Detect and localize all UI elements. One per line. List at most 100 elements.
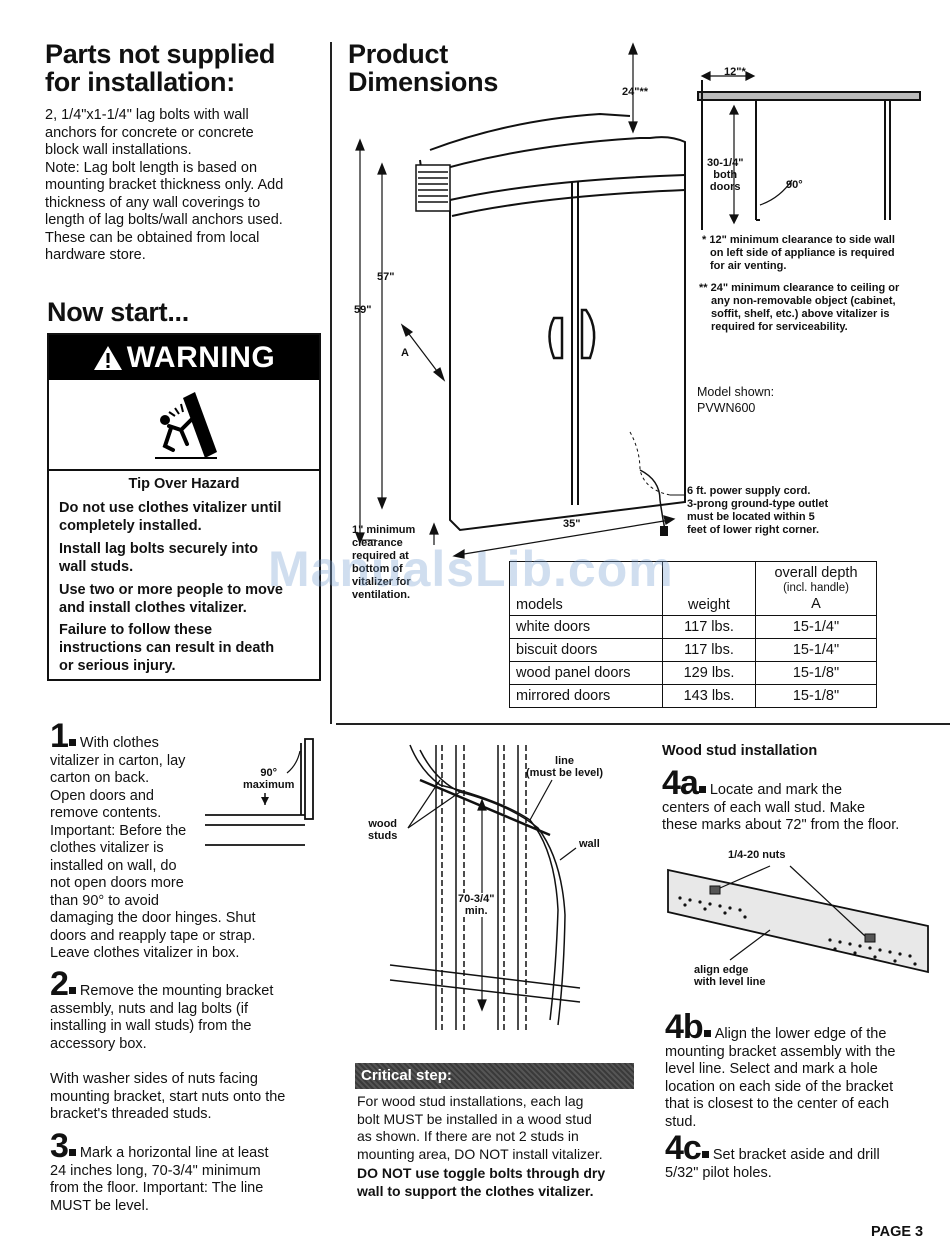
cell-model: wood panel doors [509, 661, 663, 685]
parts-line: These can be obtained from local [45, 229, 260, 246]
step-3-line: Mark a horizontal line at least [79, 1145, 269, 1161]
step-3-line: from the floor. Important: The line [50, 1180, 264, 1196]
min-text: min. [464, 905, 488, 917]
step-1-line: carton on back. [50, 770, 150, 786]
warning-line: or serious injury. [59, 658, 176, 674]
clearance-note: 1" minimum clearance required at bottom … [352, 524, 442, 602]
section-divider [336, 723, 950, 725]
parts-title: Parts not supplied for installation: [45, 40, 275, 96]
step-1-line: than 90° to avoid [50, 892, 159, 909]
mounting-bracket-figure [667, 865, 929, 974]
clearance-line: 1" minimum [352, 524, 416, 536]
tip-over-hazard-icon [155, 392, 217, 459]
bullet-square-icon [68, 986, 76, 994]
dim-30-label: 30-1/4" both doors [707, 157, 743, 193]
warning-line: Use two or more people to move [59, 582, 283, 598]
nuts-label: 1/4-20 nuts [728, 849, 786, 861]
step-4c-line: 5/32" pilot holes. [665, 1164, 772, 1181]
power-cord-note: 6 ft. power supply cord. 3-prong ground-… [687, 485, 867, 537]
step-2-number: 2 [50, 965, 69, 1003]
warning-header: WARNING [49, 335, 319, 380]
step-4b-line: level line. Select and mark a hole [665, 1061, 878, 1077]
step-4b-line: location on each side of the bracket [665, 1078, 894, 1095]
align-edge-label: align edge with level line [694, 964, 766, 988]
parts-line: thickness of any wall coverings to [45, 194, 261, 211]
parts-text: 2, 1/4"x1-1/4" lag bolts with wall ancho… [45, 107, 325, 265]
step-4b-line: Align the lower edge of the [714, 1026, 887, 1042]
cell-weight: 129 lbs. [662, 661, 756, 685]
step-4a-line: centers of each wall stud. Make [662, 799, 866, 816]
critical-line: For wood stud installations, each lag [357, 1093, 584, 1109]
critical-line: mounting area, DO NOT install vitalizer. [357, 1145, 603, 1162]
header-depth-line-3: A [811, 596, 821, 612]
cord-line: 3-prong ground-type outlet [687, 498, 829, 510]
header-weight: weight [662, 561, 756, 616]
note-line: for air venting. [710, 260, 787, 272]
model-value: PVWN600 [697, 401, 756, 415]
warning-line: Do not use clothes vitalizer until [59, 500, 282, 516]
warning-divider [49, 469, 319, 471]
parts-line: hardware store. [45, 247, 146, 263]
cell-model: white doors [509, 615, 663, 639]
critical-step-text: For wood stud installations, each lag bo… [357, 1093, 647, 1200]
ceiling-clearance-note: ** 24" minimum clearance to ceiling or a… [699, 282, 945, 334]
parts-line: block wall installations. [45, 142, 192, 158]
bullet-square-icon [68, 738, 76, 746]
product-dimensions-title: Product Dimensions [348, 40, 498, 96]
cell-model: mirrored doors [509, 684, 663, 708]
note-line: soffit, shelf, etc.) above vitalizer is [711, 308, 890, 320]
critical-bold-line: wall to support the clothes vitalizer. [357, 1182, 594, 1199]
step-4a-line: Locate and mark the [709, 782, 843, 798]
critical-bold-line: DO NOT use toggle bolts through dry [357, 1165, 606, 1181]
clearance-line: clearance [352, 537, 403, 549]
dim-30-value: 30-1/4" [707, 157, 744, 169]
warning-title: Tip Over Hazard [128, 476, 240, 492]
wood-text: wood [368, 818, 398, 830]
note-line: required for serviceability. [711, 321, 848, 333]
warning-line: instructions can result in death [59, 640, 275, 656]
fig-90: 90° [260, 767, 277, 779]
cell-weight: 117 lbs. [662, 615, 756, 639]
cord-line: feet of lower right corner. [687, 524, 820, 536]
warning-line: Failure to follow these [59, 622, 213, 638]
note-line: * 12" minimum clearance to side wall [702, 234, 895, 246]
studs-text: studs [368, 830, 398, 842]
dimensions-table: models weight overall depth (incl. handl… [509, 561, 877, 708]
cell-weight: 143 lbs. [662, 684, 756, 708]
step-2-line: assembly, nuts and lag bolts (if [50, 1000, 248, 1017]
min-height-label: 70-3/4" min. [458, 893, 495, 917]
step-3-number: 3 [50, 1127, 69, 1165]
step-2-line: With washer sides of nuts facing [50, 1071, 258, 1087]
step-2-line: mounting bracket, start nuts onto the [50, 1088, 286, 1105]
step-4b-line: mounting bracket assembly with the [665, 1043, 896, 1060]
table-header-row: models weight overall depth (incl. handl… [509, 561, 877, 616]
bullet-square-icon [703, 1029, 711, 1037]
fig-90-max-label: 90° maximum [243, 767, 294, 791]
cell-depth: 15-1/4" [755, 615, 877, 639]
min-height-value: 70-3/4" [458, 893, 495, 905]
bullet-square-icon [68, 1148, 76, 1156]
warning-line: completely installed. [59, 518, 202, 534]
parts-title-line-2: for installation: [45, 67, 235, 97]
door-90-maximum-figure [205, 738, 314, 846]
clearance-line: ventilation. [352, 589, 411, 601]
product-title-line-2: Dimensions [348, 67, 499, 97]
step-4b-line: that is closest to the center of each [665, 1096, 890, 1112]
parts-line: 2, 1/4"x1-1/4" lag bolts with wall [45, 107, 249, 123]
step-4c-line: Set bracket aside and drill [712, 1147, 880, 1163]
warning-line: Install lag bolts securely into [59, 541, 259, 557]
bullet-square-icon [698, 785, 706, 793]
warning-triangle-icon [93, 345, 122, 370]
cell-depth: 15-1/8" [755, 661, 877, 685]
warning-box: WARNING Tip Over Hazard Do not use cloth… [47, 333, 321, 681]
product-dimensions-diagram [355, 42, 921, 559]
warning-line: wall studs. [59, 559, 134, 575]
level-line-label: line (must be level) [526, 755, 603, 779]
dim-57-label: 57" [377, 271, 395, 283]
fig-maximum: maximum [243, 779, 295, 791]
step-1-line: doors and reapply tape or strap. [50, 927, 256, 944]
step-1-line: Leave clothes vitalizer in box. [50, 945, 240, 961]
step-4b-number: 4b [665, 1008, 704, 1046]
now-start-heading: Now start... [47, 297, 189, 327]
